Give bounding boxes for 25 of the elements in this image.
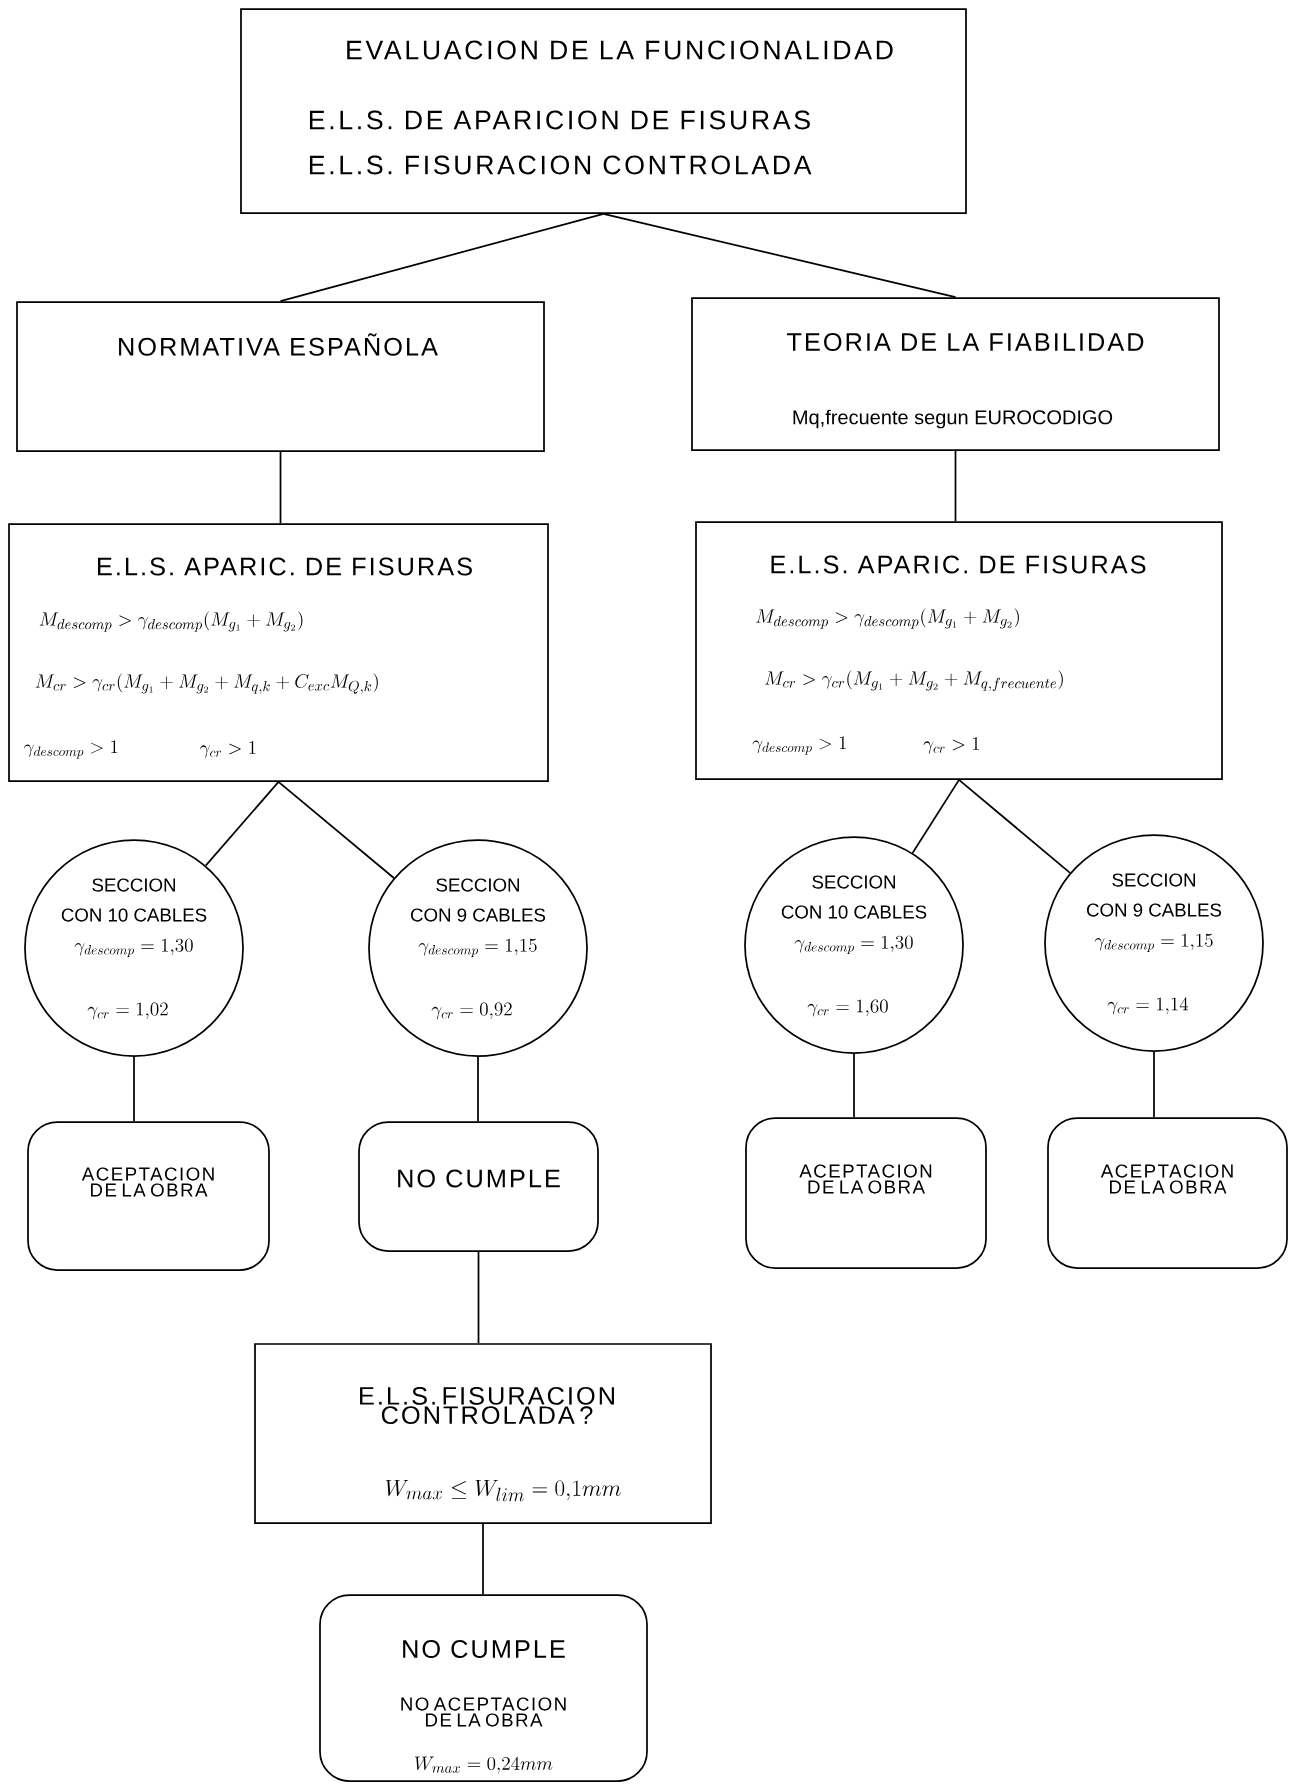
connector-line <box>853 1053 855 1118</box>
connector-line <box>477 1251 480 1344</box>
connector-line <box>1153 1051 1155 1118</box>
result-box: NO CUMPLE <box>358 1121 599 1252</box>
process-box: NORMATIVA ESPAÑOLA <box>16 301 545 452</box>
connector-line <box>277 781 395 879</box>
result-box: ACEPTACION DE LA OBRA <box>1047 1117 1288 1269</box>
connector-line <box>133 1056 135 1122</box>
header-box: EVALUACION DE LA FUNCIONALIDAD E.L.S. DE APARICION DE FISURAS E.L.S. FISURACION CONTROLADA <box>240 8 967 214</box>
result-box: ACEPTACION DE LA OBRA <box>27 1121 270 1271</box>
connector-line <box>279 213 605 302</box>
connector-line <box>279 451 282 524</box>
formula-box: E.L.S. APARIC. DE FISURAS $M_{descomp} > \gamma_{descomp}(M_{g_1} + M_{g_2})$ $M_{cr} > \gamma_{cr}(M_{g_1} + M_{g_2} + M_{q,frecuente})$ $\gamma_{descomp} > 1$ $\gamma_{cr} > 1$ <box>695 521 1223 780</box>
process-box: E.L.S. FISURACION CONTROLADA ? $W_{max} \leq W_{lim} = 0{,}1mm$ <box>254 1343 712 1524</box>
connector-line <box>477 1056 479 1122</box>
connector-line <box>954 450 957 522</box>
connector-line <box>911 779 960 854</box>
formula-box: E.L.S. APARIC. DE FISURAS $M_{descomp} > \gamma_{descomp}(M_{g_1} + M_{g_2})$ $M_{cr} > \gamma_{cr}(M_{g_1} + M_{g_2} + M_{q,k} + C_{exc} M_{Q,k})$ $\gamma_{descomp} > 1$ $\gamma_{cr} > 1$ <box>8 523 549 782</box>
connector-line <box>602 213 957 298</box>
connector-line <box>482 1523 484 1595</box>
result-box: ACEPTACION DE LA OBRA <box>745 1117 987 1269</box>
connector-line <box>958 779 1071 874</box>
process-box: TEORIA DE LA FIABILIDAD Mq,frecuente segun EUROCODIGO <box>691 297 1220 451</box>
result-box: NO CUMPLE NO ACEPTACION DE LA OBRA $W_{max} = 0{,}24mm$ <box>319 1594 648 1782</box>
connector-line <box>204 781 280 867</box>
